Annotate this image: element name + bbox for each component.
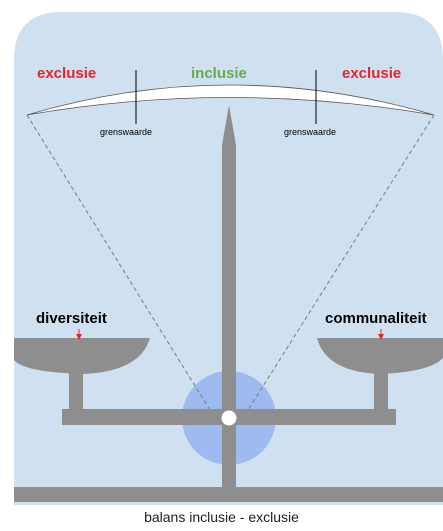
dashed-line-right — [247, 114, 435, 411]
label-threshold-left: grenswaarde — [100, 127, 152, 137]
label-threshold-right: grenswaarde — [284, 127, 336, 137]
pointer-arrow-right — [378, 329, 384, 340]
figure-caption: balans inclusie - exclusie — [144, 509, 299, 525]
center-pole — [222, 105, 236, 488]
right-pan — [317, 338, 443, 374]
pivot-point — [220, 409, 238, 427]
label-pan-left: diversiteit — [36, 310, 107, 327]
left-pan-stem — [69, 370, 83, 410]
dashed-line-left — [26, 114, 211, 411]
scale-arc — [26, 84, 435, 116]
base-bar — [14, 487, 443, 502]
right-pan-stem — [374, 370, 388, 410]
pointer-arrow-left — [76, 329, 82, 340]
label-exclusion-left: exclusie — [37, 65, 96, 82]
label-pan-right: communaliteit — [325, 310, 427, 327]
left-pan — [14, 338, 150, 374]
label-inclusion: inclusie — [191, 65, 247, 82]
label-exclusion-right: exclusie — [342, 65, 401, 82]
